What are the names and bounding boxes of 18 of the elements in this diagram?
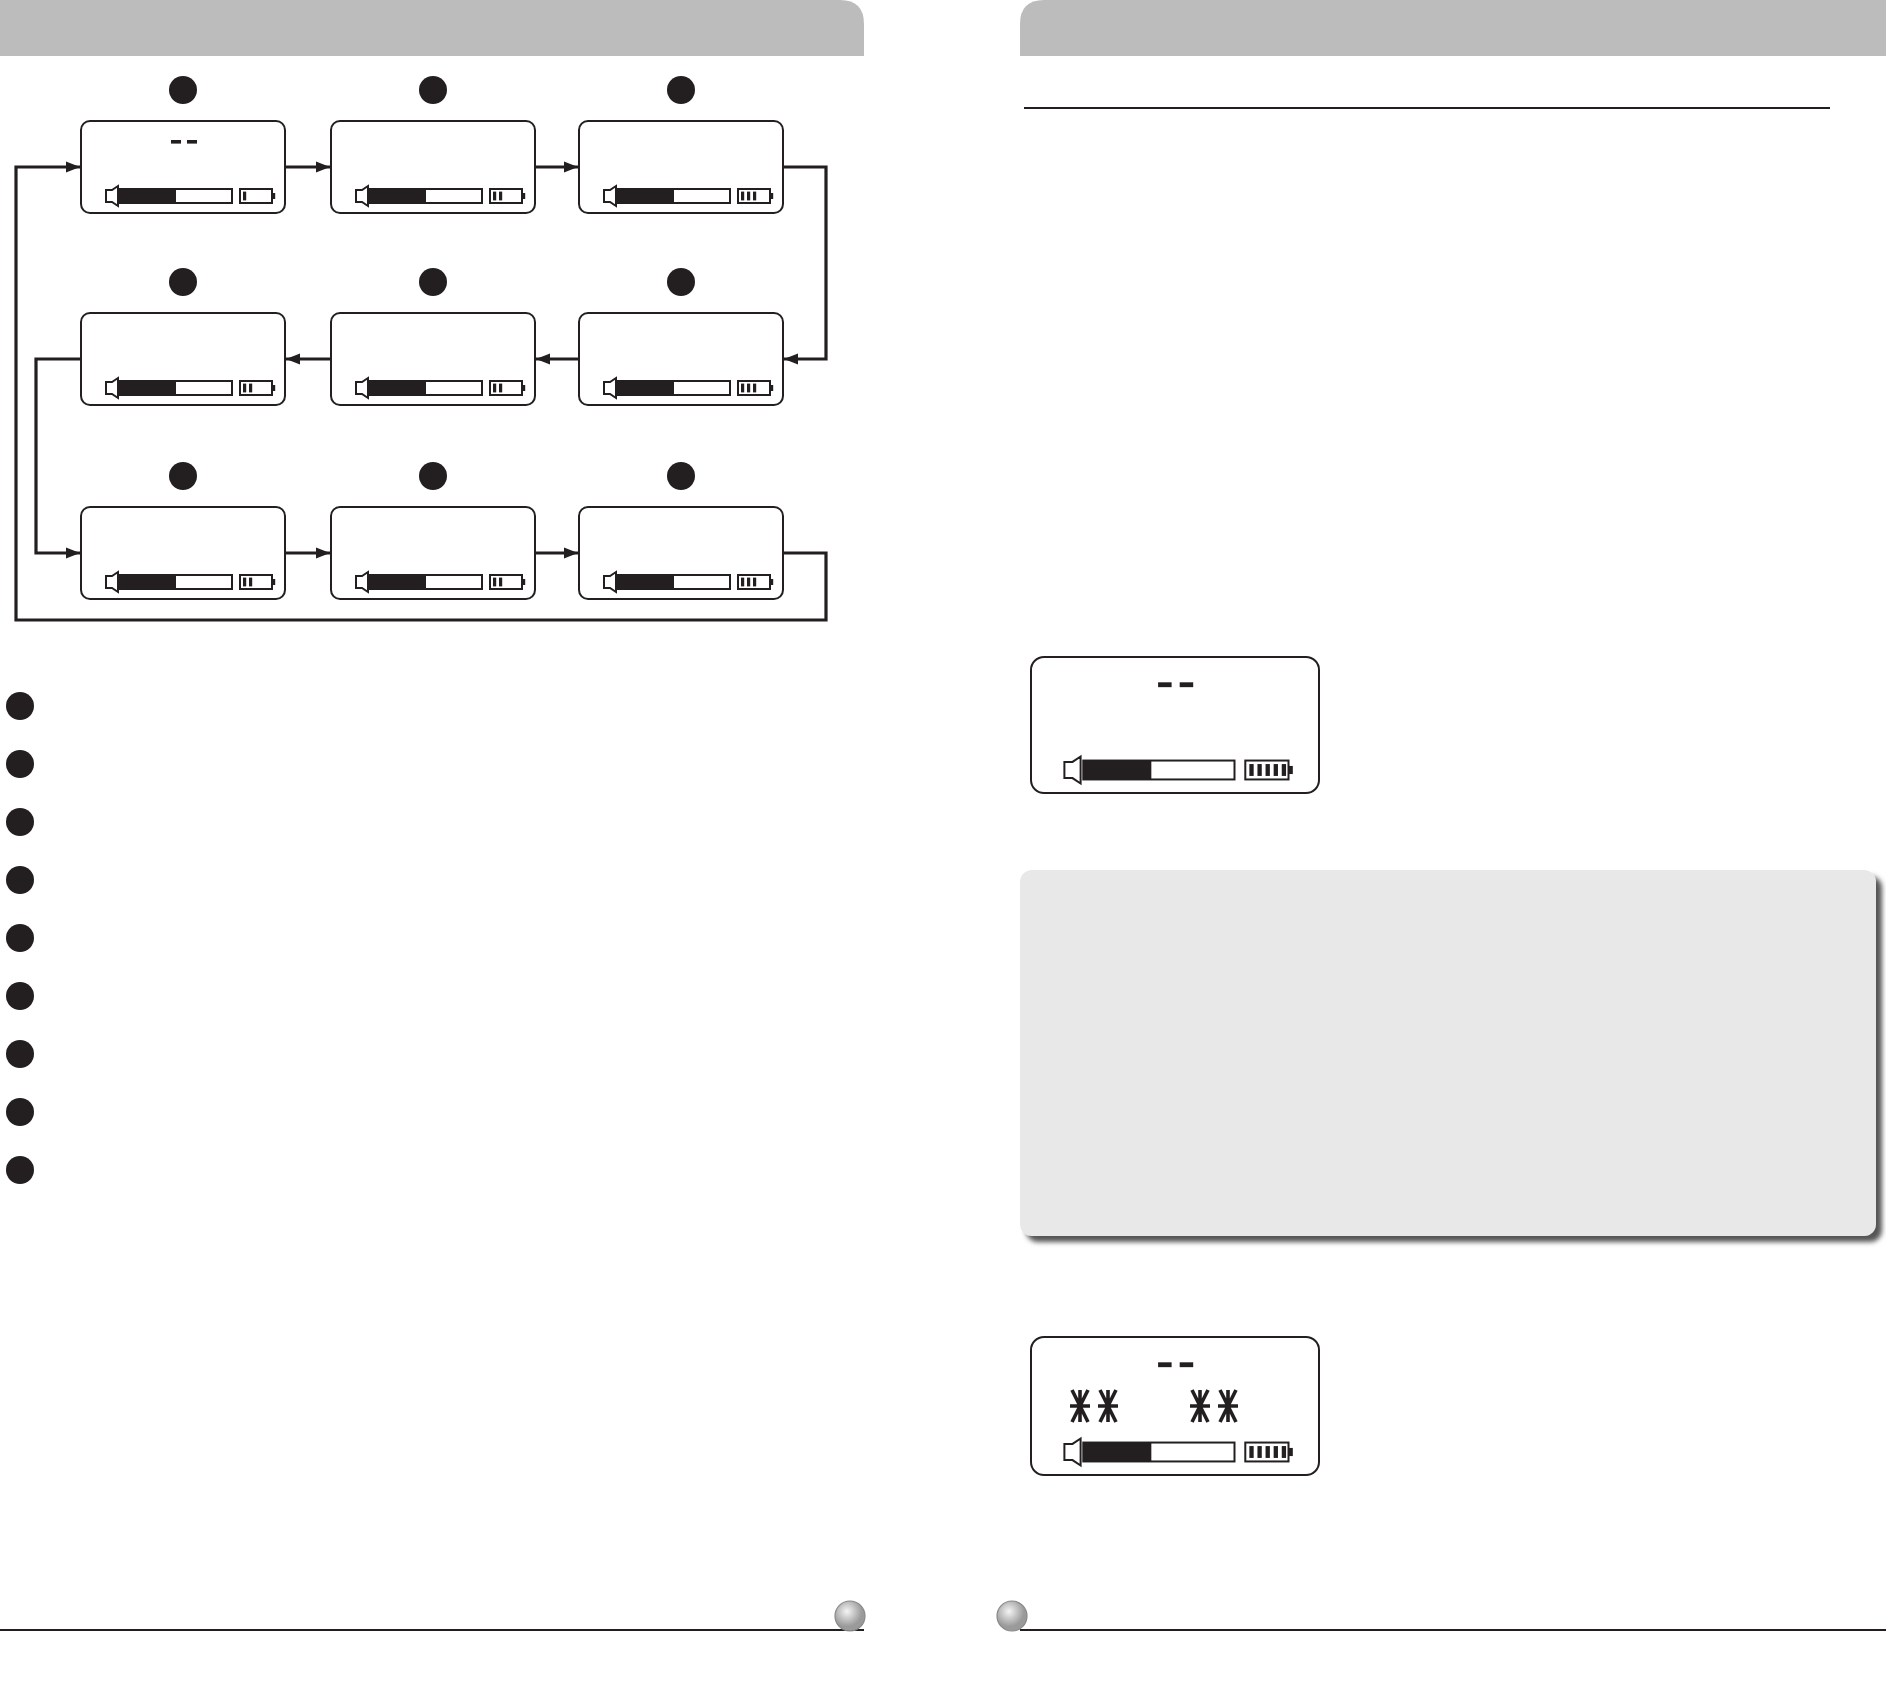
lcd-screen	[80, 120, 286, 214]
lcd-screen	[80, 312, 286, 406]
arrow	[14, 161, 828, 622]
lcd-screen	[330, 312, 536, 406]
arrow	[286, 353, 330, 365]
arrow	[286, 161, 330, 173]
lcd-screen	[330, 120, 536, 214]
arrow	[536, 161, 578, 173]
arrow	[536, 353, 578, 365]
lcd-screen	[578, 312, 784, 406]
arrow	[536, 547, 578, 559]
lcd-screen	[330, 506, 536, 600]
lcd-screen	[578, 506, 784, 600]
lcd-screen	[80, 506, 286, 600]
arrow	[286, 547, 330, 559]
arrow	[784, 165, 828, 365]
arrow	[34, 357, 80, 559]
lcd-screen	[578, 120, 784, 214]
